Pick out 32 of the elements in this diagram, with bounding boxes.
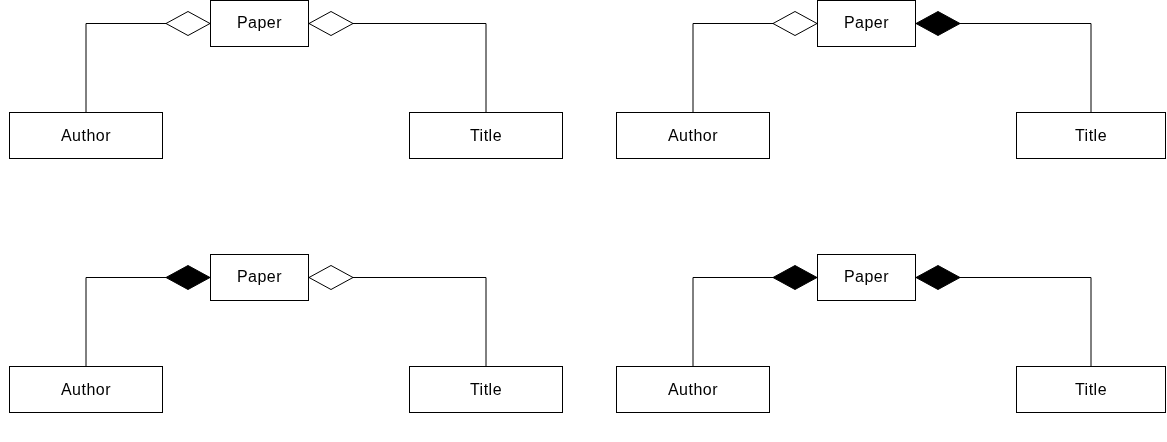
aggregation-connector xyxy=(308,265,487,367)
class-box xyxy=(9,112,163,159)
class-box xyxy=(817,0,916,47)
aggregation-connector xyxy=(915,11,1092,113)
class-name: Paper xyxy=(843,13,890,32)
class-box xyxy=(1016,112,1166,159)
class-box xyxy=(616,366,770,413)
aggregation-connector xyxy=(692,11,818,113)
class-name: Title xyxy=(1074,380,1108,399)
aggregation-connector xyxy=(692,265,818,367)
class-name: Paper xyxy=(236,267,283,286)
aggregation-connector xyxy=(85,11,211,113)
aggregation-connector xyxy=(915,265,1092,367)
class-name: Author xyxy=(667,380,719,399)
class-name: Paper xyxy=(843,267,890,286)
class-box xyxy=(1016,366,1166,413)
class-name: Paper xyxy=(236,13,283,32)
class-name: Author xyxy=(667,126,719,145)
aggregation-connector xyxy=(85,265,211,367)
class-box xyxy=(616,112,770,159)
class-name: Title xyxy=(1074,126,1108,145)
class-box xyxy=(409,366,563,413)
class-box xyxy=(409,112,563,159)
class-box xyxy=(9,366,163,413)
class-box xyxy=(210,0,309,47)
class-box xyxy=(817,254,916,301)
class-name: Author xyxy=(60,380,112,399)
class-box xyxy=(210,254,309,301)
class-name: Author xyxy=(60,126,112,145)
class-name: Title xyxy=(469,380,503,399)
class-name: Title xyxy=(469,126,503,145)
aggregation-connector xyxy=(308,11,487,113)
